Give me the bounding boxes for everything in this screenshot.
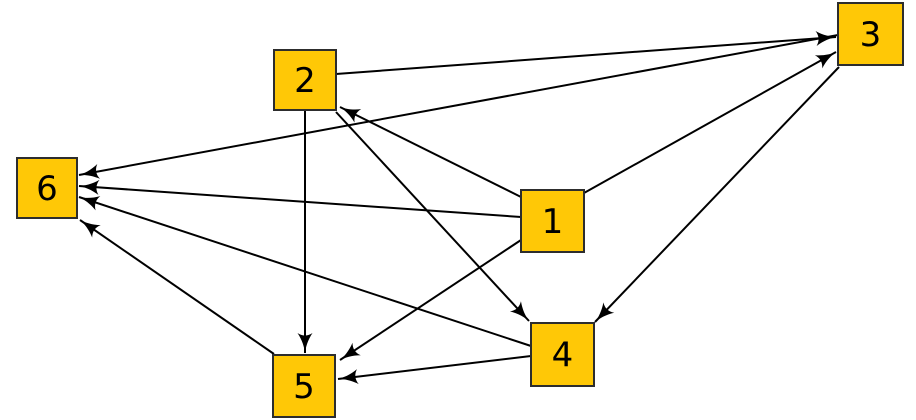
edge-1-6: [78, 179, 522, 218]
node-1-label: 1: [542, 202, 564, 242]
edge-5-6: [79, 219, 275, 355]
node-1: 1: [520, 189, 585, 253]
node-3-label: 3: [860, 15, 882, 55]
edge-1-5: [339, 239, 522, 361]
node-3: 3: [837, 2, 904, 66]
node-2-box: [273, 49, 337, 111]
node-2: 2: [273, 49, 337, 111]
edge-1-2: [339, 106, 522, 198]
edge-4-5: [337, 355, 532, 385]
node-4-label: 4: [552, 336, 574, 376]
node-6: 6: [16, 157, 78, 219]
node-5: 5: [272, 354, 336, 418]
node-6-box: [16, 157, 78, 219]
edge-3-6: [78, 34, 839, 179]
node-5-box: [272, 354, 336, 418]
node-2-label: 2: [294, 61, 316, 101]
edge-2-4: [335, 111, 530, 322]
edge-layer: [78, 30, 840, 385]
edge-3-4: [594, 66, 840, 323]
edge-1-3: [583, 51, 837, 194]
node-layer: 1 2 3 4 5 6: [16, 2, 904, 418]
edge-4-6: [78, 196, 532, 347]
node-5-label: 5: [293, 367, 315, 407]
node-4: 4: [530, 322, 595, 387]
edge-2-3: [335, 30, 837, 75]
node-4-box: [530, 322, 595, 387]
node-6-label: 6: [36, 169, 58, 209]
node-1-box: [520, 189, 585, 253]
node-3-box: [837, 2, 904, 66]
